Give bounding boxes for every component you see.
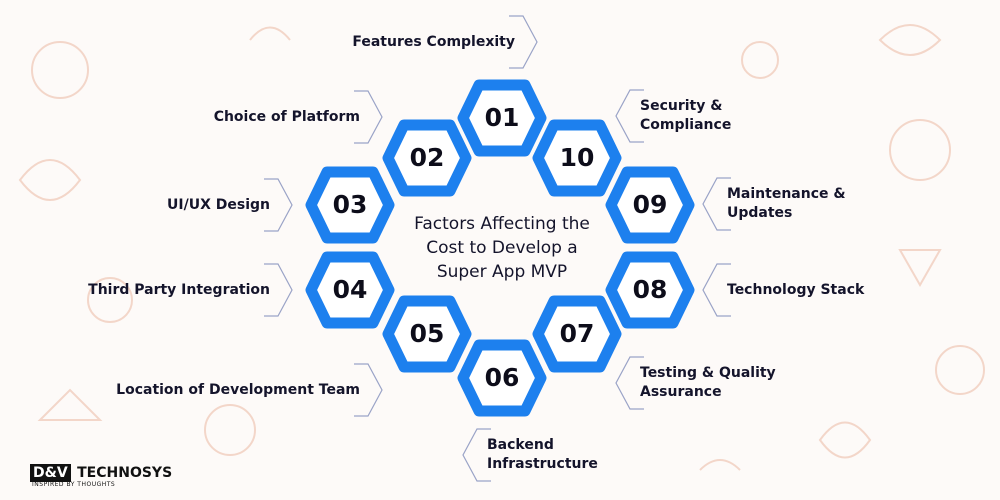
doodle-circle: [87, 277, 133, 323]
label-bracket-04: [264, 263, 293, 317]
factor-hexagon-03: 03: [304, 165, 396, 245]
logo-tagline: INSPIRED BY THOUGHTS: [32, 481, 116, 488]
doodle-triangle: [37, 388, 103, 421]
title-line: Super App MVP: [436, 262, 568, 282]
label-bracket-05: [354, 363, 383, 417]
title-line: Factors Affecting the: [414, 214, 590, 234]
factor-label-05: Location of Development Team: [116, 381, 360, 400]
label-bracket-09: [702, 177, 731, 231]
factor-label-line: Infrastructure: [487, 456, 598, 472]
factor-label-line: Compliance: [640, 117, 732, 133]
factor-label-line: UI/UX Design: [167, 196, 270, 213]
diagram-title: Factors Affecting the Cost to Develop a …: [396, 212, 608, 284]
hexagon-shape: [457, 79, 547, 157]
doodle-circle: [889, 119, 951, 181]
factor-label-01: Features Complexity: [352, 33, 515, 52]
factor-hexagon-06: 06: [456, 338, 548, 418]
factor-label-line: Maintenance &: [727, 186, 846, 202]
factor-label-line: Backend: [487, 437, 554, 453]
hexagon-shape: [305, 166, 395, 244]
doodle-circle: [31, 41, 89, 99]
brand-logo: D&V TECHNOSYS INSPIRED BY THOUGHTS: [30, 464, 173, 488]
factor-label-02: Choice of Platform: [214, 108, 360, 127]
label-bracket-10: [615, 89, 644, 143]
factor-number: 08: [632, 275, 668, 304]
label-bracket-06: [462, 428, 491, 482]
factor-number: 05: [409, 319, 445, 348]
label-bracket-08: [702, 263, 731, 317]
doodle-leaf: [18, 159, 82, 201]
label-bracket-07: [615, 356, 644, 410]
factor-number: 03: [332, 190, 368, 219]
factor-label-line: Updates: [727, 205, 793, 221]
factor-label-line: Choice of Platform: [213, 108, 360, 125]
doodle-arc: [249, 26, 291, 41]
hexagon-shape: [605, 251, 695, 329]
factor-number: 07: [559, 319, 595, 348]
factor-label-line: Security &: [640, 98, 723, 114]
factor-label-10: Security & Compliance: [640, 97, 731, 135]
factor-label-line: Technology Stack: [727, 281, 865, 298]
factor-number: 02: [409, 143, 445, 172]
factor-label-line: Location of Development Team: [116, 381, 360, 398]
label-bracket-01: [509, 15, 538, 69]
factor-number: 10: [559, 143, 595, 172]
title-line: Cost to Develop a: [426, 238, 578, 258]
factor-label-line: Testing & Quality: [640, 365, 776, 381]
factor-hexagon-10: 10: [531, 118, 623, 198]
doodle-arc: [699, 459, 741, 471]
hexagon-shape: [382, 119, 472, 197]
factor-hexagon-01: 01: [456, 78, 548, 158]
factor-hexagon-05: 05: [381, 294, 473, 374]
doodle-leaf: [878, 24, 942, 56]
hexagon-shape: [532, 295, 622, 373]
factor-number: 09: [632, 190, 668, 219]
factor-label-08: Technology Stack: [727, 281, 864, 300]
factor-hexagon-08: 08: [604, 250, 696, 330]
doodle-circle: [935, 345, 985, 395]
doodle-triangle: [898, 249, 942, 288]
factor-hexagon-04: 04: [304, 250, 396, 330]
hexagon-shape: [605, 166, 695, 244]
hexagon-shape: [382, 295, 472, 373]
label-bracket-03: [264, 178, 293, 232]
factor-label-03: UI/UX Design: [167, 196, 270, 215]
factor-label-04: Third Party Integration: [88, 281, 270, 300]
factor-hexagon-09: 09: [604, 165, 696, 245]
hexagon-shape: [457, 339, 547, 417]
factor-label-09: Maintenance & Updates: [727, 185, 846, 223]
logo-mark: D&V: [30, 464, 71, 482]
factor-number: 06: [484, 363, 520, 392]
factor-label-line: Assurance: [640, 384, 722, 400]
doodle-circle: [204, 404, 256, 456]
hexagon-shape: [532, 119, 622, 197]
label-bracket-02: [354, 90, 383, 144]
factor-hexagon-02: 02: [381, 118, 473, 198]
factor-number: 04: [332, 275, 368, 304]
hexagon-shape: [305, 251, 395, 329]
logo-name: TECHNOSYS: [77, 465, 173, 481]
doodle-circle: [741, 41, 779, 79]
factor-number: 01: [484, 103, 520, 132]
doodle-leaf: [818, 421, 872, 459]
factor-label-line: Features Complexity: [352, 33, 515, 50]
factor-label-line: Third Party Integration: [88, 281, 270, 298]
factor-hexagon-07: 07: [531, 294, 623, 374]
